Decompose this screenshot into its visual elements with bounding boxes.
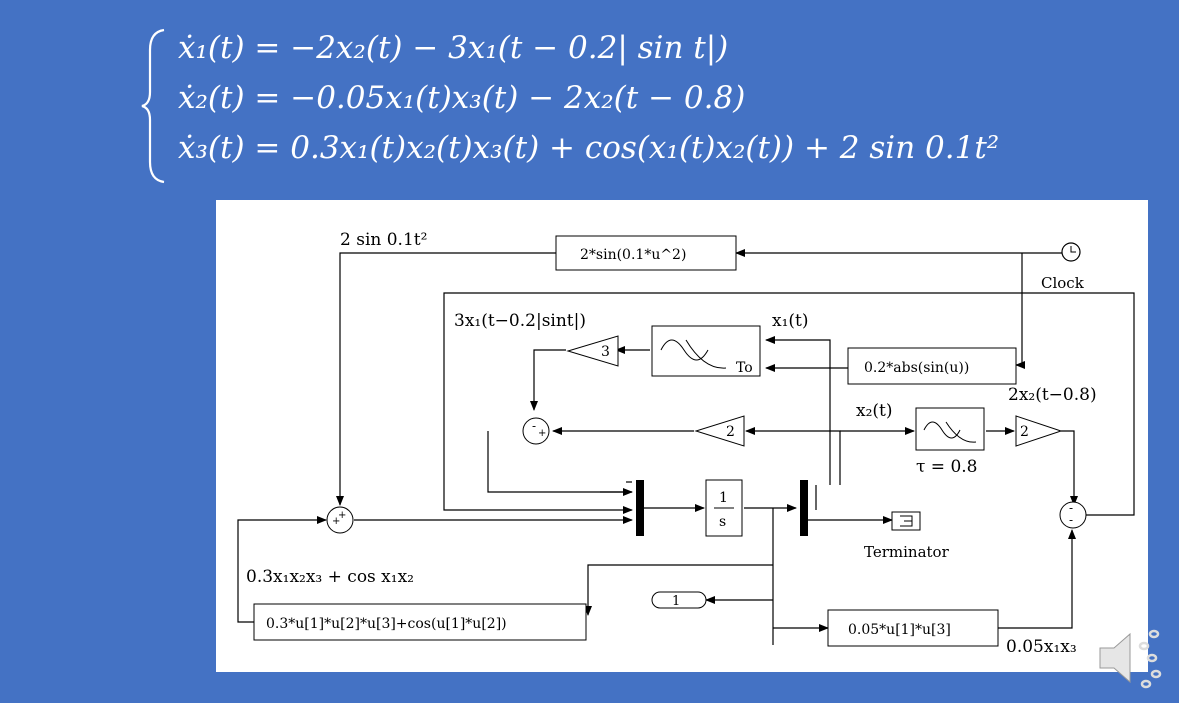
fcn-prod-block	[827, 609, 999, 647]
x2-label: x₂(t)	[856, 401, 893, 421]
gain-2-left-block	[694, 415, 745, 447]
equation-system: ẋ₁(t) = −2x₂(t) − 3x₁(t − 0.2| sin t|) ẋ…	[140, 20, 1040, 184]
sum-right	[1059, 501, 1087, 529]
delayed-x1-label: 3x₁(t−0.2|sint|)	[454, 311, 586, 331]
sum-top-minus: -	[532, 419, 536, 433]
tau-label: τ = 0.8	[916, 457, 978, 477]
gain-3-text: 3	[601, 344, 610, 360]
fcn-main-text: 0.3*u[1]*u[2]*u[3]+cos(u[1]*u[2])	[266, 616, 507, 632]
fcn-sin-block	[555, 235, 737, 271]
clock-icon	[1061, 242, 1081, 262]
fcn-abs-text: 0.2*abs(sin(u))	[864, 360, 969, 376]
variable-delay-block	[651, 325, 761, 377]
outport-text: 1	[672, 594, 680, 609]
integrator-den: s	[719, 514, 726, 530]
gain-2-right-block	[1015, 415, 1063, 447]
integrator-num: 1	[719, 490, 728, 506]
fcn-main-block	[253, 603, 587, 641]
prod-term-label: 0.05x₁x₃	[1006, 637, 1077, 657]
terminator-label: Terminator	[864, 543, 950, 561]
delayed-x2-label: 2x₂(t−0.8)	[1008, 385, 1097, 405]
sum-left-plus2: +	[338, 510, 346, 521]
gain-2-left-text: 2	[726, 424, 735, 440]
equation-x1: ẋ₁(t) = −2x₂(t) − 3x₁(t − 0.2| sin t|)	[178, 30, 729, 66]
sum-right-minus2: -	[1069, 513, 1073, 527]
sum-left-plus1: +	[332, 516, 340, 527]
equation-x3: ẋ₃(t) = 0.3x₁(t)x₂(t)x₃(t) + cos(x₁(t)x₂…	[178, 130, 1000, 166]
speaker-icon[interactable]	[1096, 620, 1172, 696]
fcn-sin-text: 2*sin(0.1*u^2)	[580, 247, 686, 263]
vdelay-to-label: To	[736, 360, 753, 376]
sum-right-minus1: -	[1069, 501, 1073, 515]
clock-label: Clock	[1041, 274, 1085, 292]
transport-delay-block	[915, 407, 985, 451]
equation-x2: ẋ₂(t) = −0.05x₁(t)x₃(t) − 2x₂(t − 0.8)	[178, 80, 746, 116]
main-term-label: 0.3x₁x₂x₃ + cos x₁x₂	[246, 567, 414, 587]
left-brace	[141, 28, 165, 184]
outport-block	[651, 591, 707, 609]
sum-top-plus: +	[538, 428, 546, 439]
gain-3-block	[566, 335, 619, 367]
demux-bar	[800, 480, 808, 536]
gain-2-right-text: 2	[1020, 424, 1029, 440]
sum-top	[522, 417, 550, 445]
fcn-prod-text: 0.05*u[1]*u[3]	[848, 622, 951, 638]
sin-term-label: 2 sin 0.1t²	[340, 230, 427, 250]
simulink-diagram: Clock 2*sin(0.1*u^2) 0.2*abs(sin(u)) 0.3…	[216, 200, 1148, 672]
diagram-canvas: Clock 2*sin(0.1*u^2) 0.2*abs(sin(u)) 0.3…	[237, 230, 1135, 657]
mux-bar	[636, 480, 644, 536]
sum-left	[326, 506, 354, 534]
x1-label: x₁(t)	[772, 311, 809, 331]
fcn-abs-block	[847, 347, 1017, 385]
